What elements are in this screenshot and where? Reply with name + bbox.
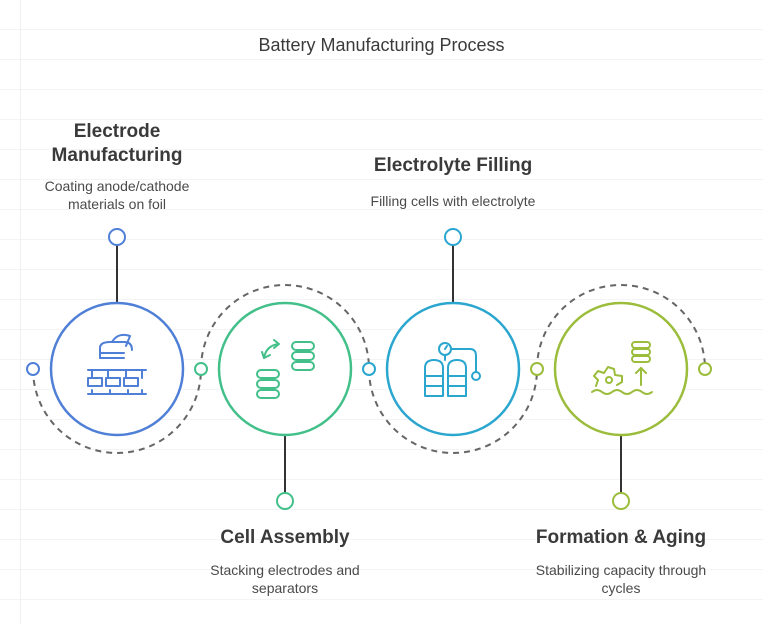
- step2-description: Stacking electrodes and separators: [175, 561, 395, 597]
- step4-title: Formation & Aging: [535, 527, 707, 548]
- step1-title-line2: Manufacturing: [51, 145, 183, 166]
- step4-bottom-node: [612, 492, 630, 510]
- step4-desc-line2: cycles: [601, 580, 641, 596]
- dashed-connector-2: [200, 284, 370, 370]
- step1-top-node: [108, 228, 126, 246]
- coating-machine-icon: [87, 333, 147, 395]
- step3-description: Filling cells with electrolyte: [370, 193, 536, 209]
- step4-circle: [553, 301, 689, 437]
- step1-description: Coating anode/cathode materials on foil: [17, 177, 217, 213]
- step4-description: Stabilizing capacity through cycles: [496, 561, 746, 597]
- junction-node-3: [362, 362, 376, 376]
- margin-line: [20, 0, 21, 624]
- step3-circle: [385, 301, 521, 437]
- stacking-layers-icon: [256, 339, 315, 399]
- step1-title-line1: Electrode: [73, 121, 161, 142]
- step2-desc-line1: Stacking electrodes and: [210, 562, 360, 578]
- step2-title: Cell Assembly: [220, 527, 350, 548]
- step3-title: Electrolyte Filling: [373, 155, 533, 176]
- step2-desc-line2: separators: [251, 580, 319, 596]
- step1-title: Electrode Manufacturing: [17, 120, 217, 168]
- step1-desc-line2: materials on foil: [67, 196, 167, 212]
- dashed-connector-3: [368, 368, 538, 454]
- junction-node-4: [530, 362, 544, 376]
- step1-desc-line1: Coating anode/cathode: [44, 178, 190, 194]
- step2-bottom-node: [276, 492, 294, 510]
- fluid-tanks-icon: [424, 342, 481, 397]
- diagram-title: Battery Manufacturing Process: [258, 35, 505, 55]
- step3-top-node: [444, 228, 462, 246]
- step2-circle: [217, 301, 353, 437]
- junction-node-2: [194, 362, 208, 376]
- gear-database-icon: [591, 341, 653, 395]
- dashed-connector-4: [536, 284, 706, 370]
- step4-desc-line1: Stabilizing capacity through: [535, 562, 707, 578]
- dashed-connector-1: [32, 368, 202, 454]
- junction-node-1: [26, 362, 40, 376]
- junction-node-5: [698, 362, 712, 376]
